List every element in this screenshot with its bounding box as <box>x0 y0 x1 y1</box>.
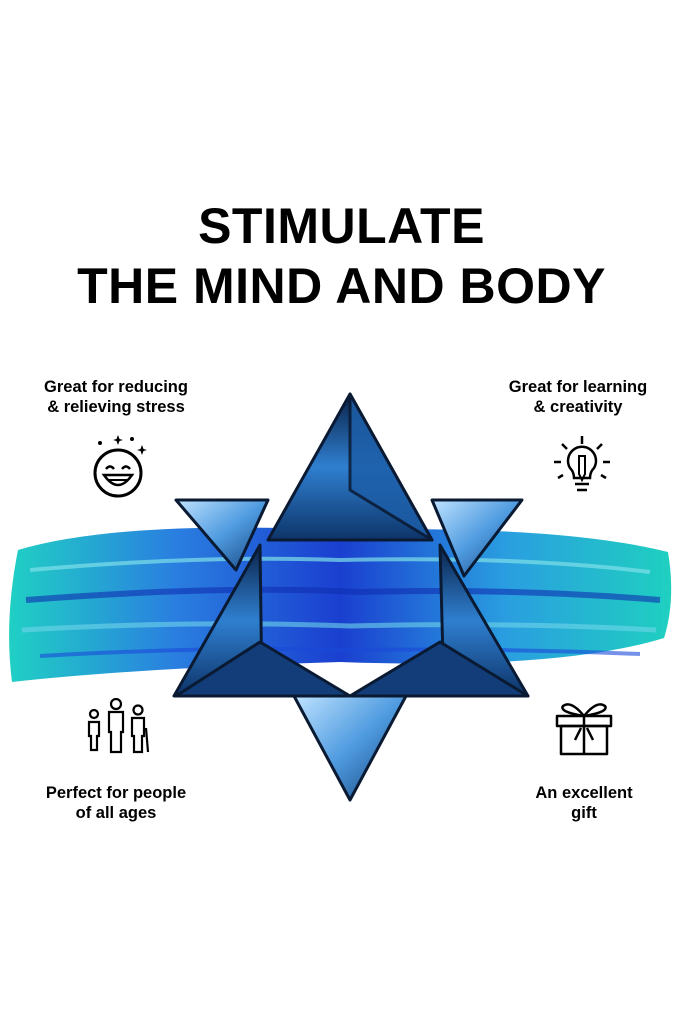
feature-learning-creativity: Great for learning & creativity <box>468 377 683 417</box>
paint-stroke <box>9 527 672 682</box>
feature-all-ages: Perfect for people of all ages <box>6 783 226 823</box>
feature-learning-line-1: Great for learning <box>508 378 648 396</box>
feature-all-ages-line-2: of all ages <box>75 804 157 822</box>
headline: STIMULATE THE MIND AND BODY <box>0 196 683 316</box>
feature-gift-line-1: An excellent <box>535 784 633 802</box>
headline-line-2: THE MIND AND BODY <box>77 258 606 314</box>
feature-stress-relief: Great for reducing & relieving stress <box>6 377 226 417</box>
pencil-bulb-icon <box>554 436 610 492</box>
headline-line-1: STIMULATE <box>198 198 485 254</box>
gift-box-icon <box>555 703 613 756</box>
feature-learning-line-2: & creativity <box>533 398 623 416</box>
feature-gift: An excellent gift <box>474 783 683 823</box>
feature-stress-relief-line-1: Great for reducing <box>44 378 188 396</box>
feature-all-ages-line-1: Perfect for people <box>45 784 187 802</box>
smiley-face-icon <box>93 435 147 498</box>
feature-gift-line-2: gift <box>571 804 597 822</box>
family-icon <box>87 698 150 754</box>
star-puzzle-cube <box>172 392 530 802</box>
product-illustration <box>9 392 672 802</box>
feature-stress-relief-line-2: & relieving stress <box>47 398 185 416</box>
